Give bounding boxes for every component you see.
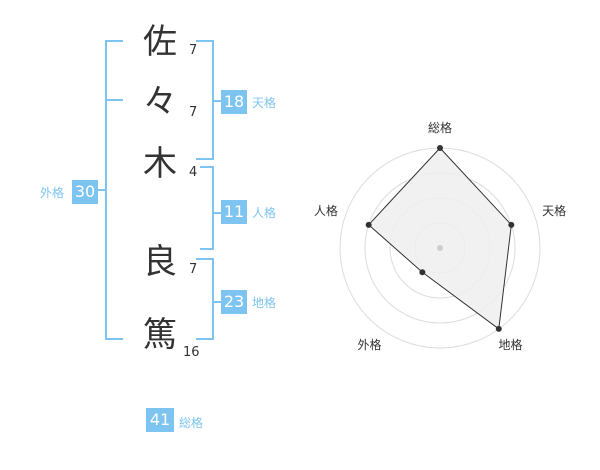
gaikaku-value: 30 — [72, 180, 98, 204]
name-char-4: 良 — [143, 242, 177, 282]
radar-axis-label-1: 総格 — [428, 120, 452, 135]
tenkaku-bracket — [196, 40, 214, 160]
chikaku-value: 23 — [221, 290, 247, 314]
bracket-tick-right-3 — [214, 301, 221, 303]
radar-point-2 — [508, 221, 515, 228]
chikaku-bracket — [196, 258, 214, 340]
radar-point-3 — [495, 325, 502, 332]
radar-axis-label-3: 地格 — [499, 337, 523, 352]
radar-axis-label-2: 天格 — [542, 203, 566, 218]
radar-point-4 — [419, 269, 426, 276]
chikaku-label: 地格 — [252, 296, 277, 310]
bracket-tick-right-1 — [214, 100, 221, 102]
radar-data-polygon — [367, 147, 512, 330]
stroke-count-3: 4 — [189, 165, 198, 180]
radar-point-5 — [365, 221, 372, 228]
radar-axis-label-5: 人格 — [314, 203, 338, 218]
name-char-3: 木 — [143, 144, 177, 184]
jinkaku-bracket — [200, 166, 214, 250]
radar-axis-label-4: 外格 — [357, 337, 381, 352]
gaikaku-label: 外格 — [40, 186, 65, 200]
tenkaku-label: 天格 — [252, 96, 277, 110]
radar-center-dot — [437, 245, 443, 251]
gaikaku-bracket — [105, 40, 123, 340]
stroke-count-1: 7 — [189, 43, 198, 58]
jinkaku-label: 人格 — [252, 206, 277, 220]
soukaku-label: 総格 — [179, 416, 204, 430]
soukaku-value: 41 — [146, 408, 174, 432]
bracket-tick-left-1 — [105, 99, 123, 101]
name-char-1: 佐 — [143, 22, 177, 62]
stroke-count-4: 7 — [189, 262, 198, 277]
name-char-2: 々 — [143, 82, 177, 122]
bracket-tick-right-2 — [214, 212, 221, 214]
radar-point-1 — [437, 145, 443, 151]
stroke-count-2: 7 — [189, 105, 198, 120]
name-char-5: 篤 — [143, 315, 177, 355]
tenkaku-value: 18 — [221, 90, 247, 114]
stroke-count-5: 16 — [183, 345, 200, 360]
bracket-tick-left-2 — [98, 189, 107, 191]
jinkaku-value: 11 — [221, 200, 247, 224]
